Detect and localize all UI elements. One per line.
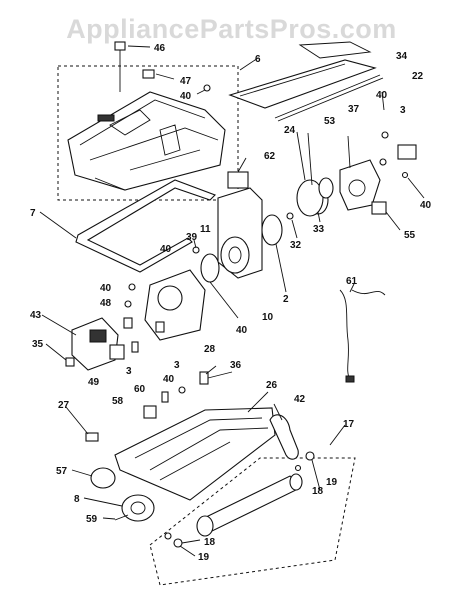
motor-bracket-part [144,269,206,341]
label-32: 32 [290,240,302,251]
switch-part [142,69,155,79]
label-40: 40 [420,200,432,211]
switch-knob-part [114,41,126,92]
pulley-part [296,179,324,217]
label-46: 46 [154,43,166,54]
label-47: 47 [180,76,192,87]
label-6: 6 [255,54,261,65]
label-40: 40 [160,244,172,255]
part-number-labels: 46 47 40 6 34 3 22 40 37 53 24 62 7 40 5… [30,43,432,563]
brush-roll-part [196,473,303,537]
label-24: 24 [284,125,296,136]
cord-part [339,289,386,381]
label-3: 3 [126,366,132,377]
label-2: 2 [283,294,289,305]
label-37: 37 [348,104,360,115]
label-49: 49 [88,377,100,388]
label-42: 42 [294,394,306,405]
label-48: 48 [100,298,112,309]
label-26: 26 [266,380,278,391]
fan-disc-part [200,253,220,283]
label-43: 43 [30,310,42,321]
label-40: 40 [180,91,192,102]
motor-part [71,317,119,371]
label-39: 39 [186,232,198,243]
switch-lead-part [199,371,233,385]
label-34: 34 [396,51,408,62]
label-53: 53 [324,116,336,127]
label-40: 40 [236,325,248,336]
fan-housing-part [217,187,263,279]
label-60: 60 [134,384,146,395]
label-18: 18 [312,486,324,497]
lens-part [228,41,377,109]
label-19: 19 [326,477,338,488]
leader-lines [39,45,425,557]
label-40: 40 [100,283,112,294]
label-28: 28 [204,344,216,355]
filter-part [227,171,249,189]
label-22: 22 [412,71,424,82]
bail-part [75,179,216,273]
wheel-part [90,467,116,489]
label-10: 10 [262,312,274,323]
label-58: 58 [112,396,124,407]
label-55: 55 [404,230,416,241]
label-18: 18 [204,537,216,548]
label-3: 3 [400,105,406,116]
screw-part [203,84,211,92]
watermark: AppliancePartsPros.com [66,14,397,44]
rod-part [274,74,384,122]
belt-part [269,414,299,460]
wheel-assembly-box [149,457,356,586]
label-59: 59 [86,514,98,525]
label-7: 7 [30,208,36,219]
label-8: 8 [74,494,80,505]
hood-part [67,91,226,191]
base-part [114,407,276,501]
label-3: 3 [174,360,180,371]
label-35: 35 [32,339,44,350]
label-36: 36 [230,360,242,371]
label-57: 57 [56,466,68,477]
label-19: 19 [198,552,210,563]
label-33: 33 [313,224,325,235]
label-40: 40 [163,374,175,385]
label-27: 27 [58,400,70,411]
label-40: 40 [376,90,388,101]
label-62: 62 [264,151,276,162]
label-17: 17 [343,419,355,430]
impeller-part [261,214,283,246]
label-61: 61 [346,276,358,287]
label-11: 11 [200,224,211,235]
